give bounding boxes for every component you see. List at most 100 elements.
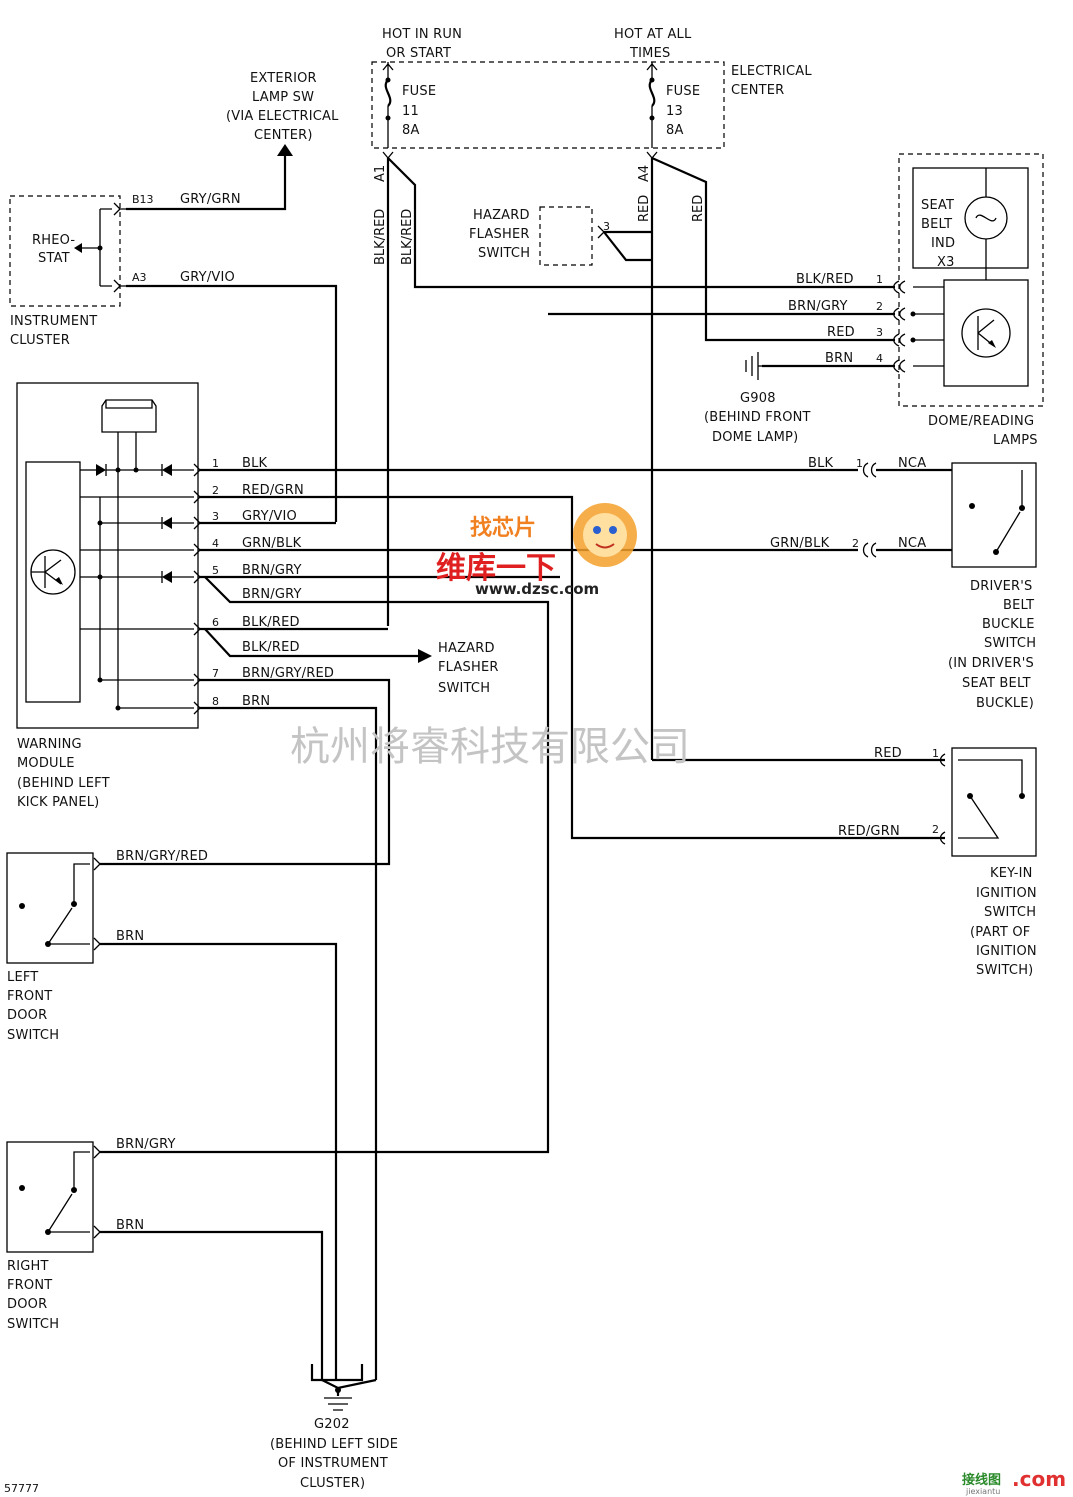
warning-module: 1 2 3 4 5 6 7 8 BLK RED/GRN GRY/VIO GRN/… <box>16 382 334 810</box>
fuse11-label: FUSE <box>402 84 436 99</box>
exterior-label-3: (VIA ELECTRICAL <box>226 109 339 124</box>
g202-label-3: OF INSTRUMENT <box>278 1456 388 1471</box>
hazard-label-2: FLASHER <box>469 227 530 242</box>
seat-belt-ind-label-3: IND <box>931 236 955 251</box>
module-pin-4: 4 <box>212 537 219 550</box>
module-wire-2: RED/GRN <box>242 483 304 498</box>
hazard-bottom-label-2: FLASHER <box>438 660 499 675</box>
left-door-wire-1: BRN/GRY/RED <box>116 849 208 864</box>
module-wire-5: BRN/GRY <box>242 563 302 578</box>
left-door-label-2: FRONT <box>7 989 52 1004</box>
buckle-label-4: SWITCH <box>984 636 1036 651</box>
keyin-wire-1: RED <box>874 746 902 761</box>
wire-red-1: RED <box>637 195 652 222</box>
hazard-bottom-label-3: SWITCH <box>438 681 490 696</box>
buckle-pin-1: 1 <box>856 457 863 470</box>
dome-reading-lamps: SEAT BELT IND X3 BLK/RED 1 BRN/GRY 2 RED… <box>548 153 1044 448</box>
exterior-label-4: CENTER) <box>254 128 313 143</box>
buckle-label-6: SEAT BELT <box>962 676 1031 691</box>
buckle-nca-1: NCA <box>898 456 926 471</box>
corner-logo-text: 接线图 <box>962 1472 1001 1488</box>
exterior-label-1: EXTERIOR <box>250 71 317 86</box>
dome-wire-3: RED <box>827 325 855 340</box>
module-label-4: KICK PANEL) <box>17 795 99 810</box>
module-wire-1: BLK <box>242 456 268 471</box>
fuse13-rating: 8A <box>666 123 684 138</box>
keyin-pin-1: 1 <box>932 747 939 760</box>
rheostat-label-1: RHEO- <box>32 233 75 248</box>
electrical-center-label-1: ELECTRICAL <box>731 64 812 79</box>
pin-a3: A3 <box>132 271 147 284</box>
keyin-label-1: KEY-IN <box>990 866 1033 881</box>
corner-logo-sub: jiexiantu <box>965 1487 1000 1496</box>
fuse13-label: FUSE <box>666 84 700 99</box>
dome-label-1: DOME/READING <box>928 414 1034 429</box>
right-door-label-4: SWITCH <box>7 1317 59 1332</box>
hazard-label-1: HAZARD <box>473 208 530 223</box>
hot-run-label-1: HOT IN RUN <box>382 27 462 42</box>
dzsc-logo: 找芯片 维库一下 www.dzsc.com <box>436 503 637 598</box>
dome-label-2: LAMPS <box>993 433 1038 448</box>
dome-pin-2: 2 <box>876 300 883 313</box>
cluster-label-1: INSTRUMENT <box>10 314 97 329</box>
module-pin-7: 7 <box>212 667 219 680</box>
hot-run-label-2: OR START <box>386 46 451 61</box>
fuse11-number: 11 <box>402 104 419 119</box>
buckle-wire-2: GRN/BLK <box>770 536 830 551</box>
left-door-label-3: DOOR <box>7 1008 47 1023</box>
instrument-cluster: RHEO- STAT B13 A3 GRY/GRN GRY/VIO INSTRU… <box>9 192 338 522</box>
right-front-door-switch: BRN/GRY BRN RIGHT FRONT DOOR SWITCH <box>6 1137 324 1380</box>
electrical-center: HOT IN RUN OR START HOT AT ALL TIMES ELE… <box>371 27 812 182</box>
buckle-pin-2: 2 <box>852 537 859 550</box>
left-front-door-switch: BRN/GRY/RED BRN LEFT FRONT DOOR SWITCH <box>6 849 338 1380</box>
keyin-label-6: SWITCH) <box>976 963 1033 978</box>
dome-wire-2: BRN/GRY <box>788 299 848 314</box>
keyin-wire-2: RED/GRN <box>838 824 900 839</box>
fuse13-number: 13 <box>666 104 683 119</box>
module-wiring: HAZARD FLASHER SWITCH <box>100 468 945 1380</box>
g908-label-3: DOME LAMP) <box>712 430 798 445</box>
cluster-label-2: CLUSTER <box>10 333 70 348</box>
logo-top-text: 找芯片 <box>470 516 536 541</box>
seat-belt-ind-label-4: X3 <box>937 255 955 270</box>
rheostat-label-2: STAT <box>38 251 70 266</box>
dome-pin-4: 4 <box>876 352 883 365</box>
hazard-label-3: SWITCH <box>478 246 530 261</box>
buckle-label-5: (IN DRIVER'S <box>948 656 1034 671</box>
logo-url-text: www.dzsc.com <box>475 580 599 598</box>
dome-wire-4: BRN <box>825 351 853 366</box>
exterior-label-2: LAMP SW <box>252 90 314 105</box>
g908-label-1: G908 <box>740 391 776 406</box>
corner-logo: 接线图 .com jiexiantu <box>962 1467 1066 1496</box>
hazard-bottom-label-1: HAZARD <box>438 641 495 656</box>
right-door-label-2: FRONT <box>7 1278 52 1293</box>
company-watermark-text: 杭州将睿科技有限公司 <box>290 724 690 770</box>
module-label-2: MODULE <box>17 756 75 771</box>
module-wire-5b: BRN/GRY <box>242 587 302 602</box>
hazard-pin: 3 <box>603 220 610 233</box>
hot-all-label-1: HOT AT ALL <box>614 27 692 42</box>
keyin-label-2: IGNITION <box>976 886 1037 901</box>
module-wire-4: GRN/BLK <box>242 536 302 551</box>
module-wire-7: BRN/GRY/RED <box>242 666 334 681</box>
keyin-label-5: IGNITION <box>976 944 1037 959</box>
buckle-label-7: BUCKLE) <box>976 696 1034 711</box>
module-wire-3: GRY/VIO <box>242 509 297 524</box>
keyin-label-3: SWITCH <box>984 905 1036 920</box>
right-door-wire-2: BRN <box>116 1218 144 1233</box>
buckle-label-3: BUCKLE <box>982 617 1035 632</box>
pin-b13: B13 <box>132 193 154 206</box>
hot-all-label-2: TIMES <box>629 46 670 61</box>
corner-logo-com: .com <box>1012 1467 1066 1491</box>
buckle-wire-1: BLK <box>808 456 834 471</box>
module-wire-8: BRN <box>242 694 270 709</box>
module-label-3: (BEHIND LEFT <box>17 776 110 791</box>
left-door-label-1: LEFT <box>7 970 38 985</box>
seat-belt-ind-label-2: BELT <box>921 217 952 232</box>
seat-belt-ind-label-1: SEAT <box>921 198 954 213</box>
wire-gry-vio: GRY/VIO <box>180 270 235 285</box>
vertical-wires: BLK/RED BLK/RED RED RED <box>373 156 895 760</box>
buckle-label-2: BELT <box>1003 598 1034 613</box>
electrical-center-label-2: CENTER <box>731 83 784 98</box>
pin-a4-label: A4 <box>637 165 652 182</box>
